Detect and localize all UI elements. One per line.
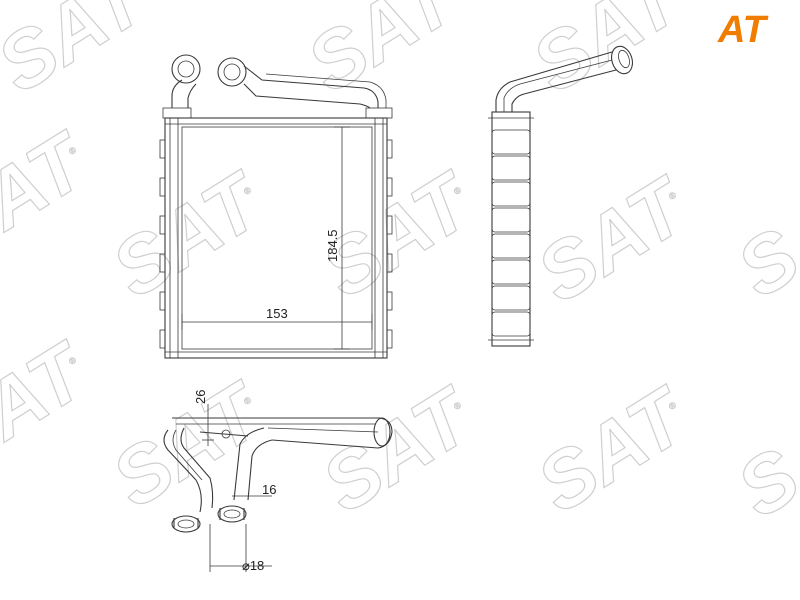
watermark-registered-mark: ® [667,190,678,202]
pipe-diameter-label: ⌀18 [242,558,264,573]
end-cap [373,417,391,447]
left-header-plate [162,107,192,119]
side-core-outline [491,111,531,347]
watermark-text: SAT [307,369,490,529]
core-fins-area [181,126,373,350]
height-label: 184.5 [325,229,340,262]
watermark-text: SAT [292,0,475,109]
right-side-tabs [386,139,393,349]
logo-text: AT [717,9,769,51]
pipe-diameter-dimension: ⌀18 [209,524,272,573]
pipe-length-label: 16 [262,482,276,497]
watermark-registered-mark: ® [67,145,78,157]
offset-label: 26 [193,390,208,404]
core-outline [164,117,388,359]
watermark-registered-mark: ® [242,395,253,407]
side-fin-segments [491,129,531,337]
watermark-text: SAT [722,154,800,314]
watermark-text: SAT [522,369,705,529]
watermark-text: SAT [722,374,800,534]
left-side-tabs [159,139,166,349]
front-view: 153 184.5 [159,54,393,359]
width-label: 153 [266,306,288,321]
watermark-text: SAT [517,0,700,109]
watermark-registered-mark: ® [452,400,463,412]
pipe-length-dimension: 16 [232,482,276,497]
watermark-text: SAT [522,159,705,319]
side-pipe [495,45,633,112]
watermark-registered-mark: ® [452,185,463,197]
outlet-pipe [217,57,387,109]
watermark-registered-mark: ® [667,400,678,412]
width-dimension: 153 [181,306,373,330]
right-hose-end [217,505,247,523]
right-header-plate [365,107,393,119]
watermark-text: SAT [97,364,280,524]
watermark-text: SAT [0,0,165,109]
inlet-pipe [171,54,201,108]
height-dimension: 184.5 [325,126,350,350]
watermark-text: SAT [0,324,105,484]
left-hose-end [171,515,201,533]
sat-watermark: SAT ® SAT ® SAT SAT ® SAT ® SAT ® SAT ® … [0,0,800,535]
watermark-text: SAT [0,114,105,274]
watermark-text: SAT [97,154,280,314]
offset-dimension: 26 [193,390,214,446]
left-hose [163,427,214,533]
bottom-view: 26 16 ⌀18 [163,390,393,573]
at-logo: AT [717,9,769,51]
watermark-registered-mark: ® [242,185,253,197]
right-hose [217,427,273,523]
side-view [488,45,633,347]
watermark-registered-mark: ® [67,355,78,367]
